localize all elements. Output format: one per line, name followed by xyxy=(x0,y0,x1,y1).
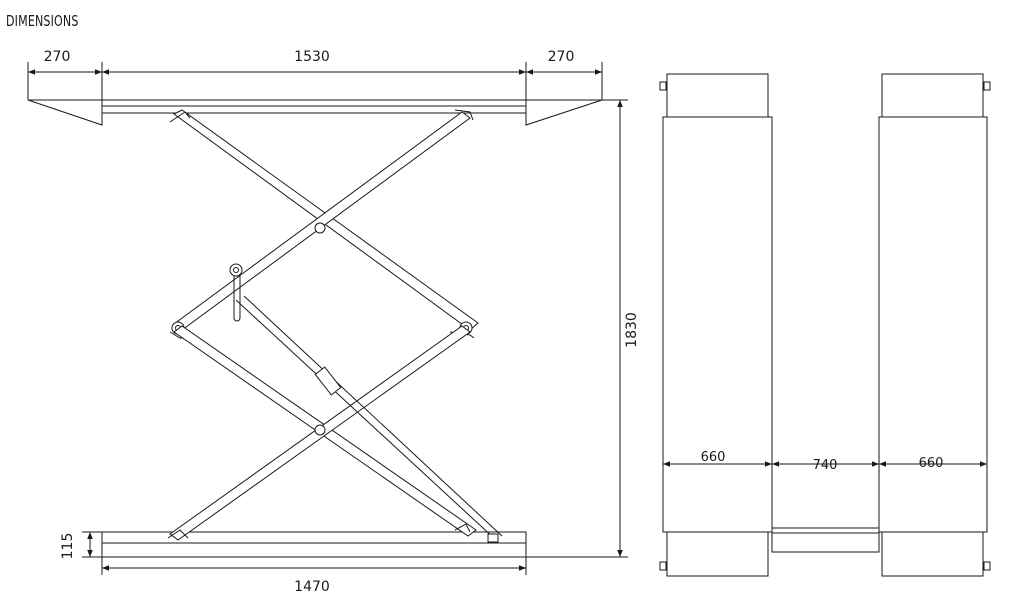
label-platform-length: 1530 xyxy=(294,49,330,65)
label-ramp-left: 270 xyxy=(44,49,71,65)
ramp-right xyxy=(525,99,603,126)
label-base-length: 1470 xyxy=(294,579,330,595)
lower-pivot xyxy=(314,424,326,436)
dimension-lines xyxy=(28,69,623,571)
hydraulic-cylinder xyxy=(229,263,503,543)
ramp-left xyxy=(27,99,103,126)
page-title: DIMENSIONS xyxy=(6,12,79,30)
lower-scissor xyxy=(167,325,477,541)
right-runway xyxy=(878,73,991,577)
upper-pivot xyxy=(314,222,326,234)
left-runway xyxy=(659,73,773,577)
label-base-height: 115 xyxy=(60,533,76,560)
cross-beam xyxy=(771,527,880,553)
dimension-labels: 270 1530 270 1830 115 1470 660 740 660 xyxy=(44,49,944,595)
label-left-width: 660 xyxy=(701,450,726,465)
upper-scissor xyxy=(169,109,479,339)
top-view xyxy=(659,73,991,577)
side-view xyxy=(27,62,628,575)
label-gap: 740 xyxy=(813,458,838,473)
platform xyxy=(27,99,603,126)
label-height: 1830 xyxy=(624,312,640,348)
extension-lines xyxy=(27,62,628,575)
base-frame xyxy=(101,531,527,558)
cylinder-body xyxy=(314,366,342,396)
label-right-width: 660 xyxy=(919,456,944,471)
label-ramp-right: 270 xyxy=(548,49,575,65)
